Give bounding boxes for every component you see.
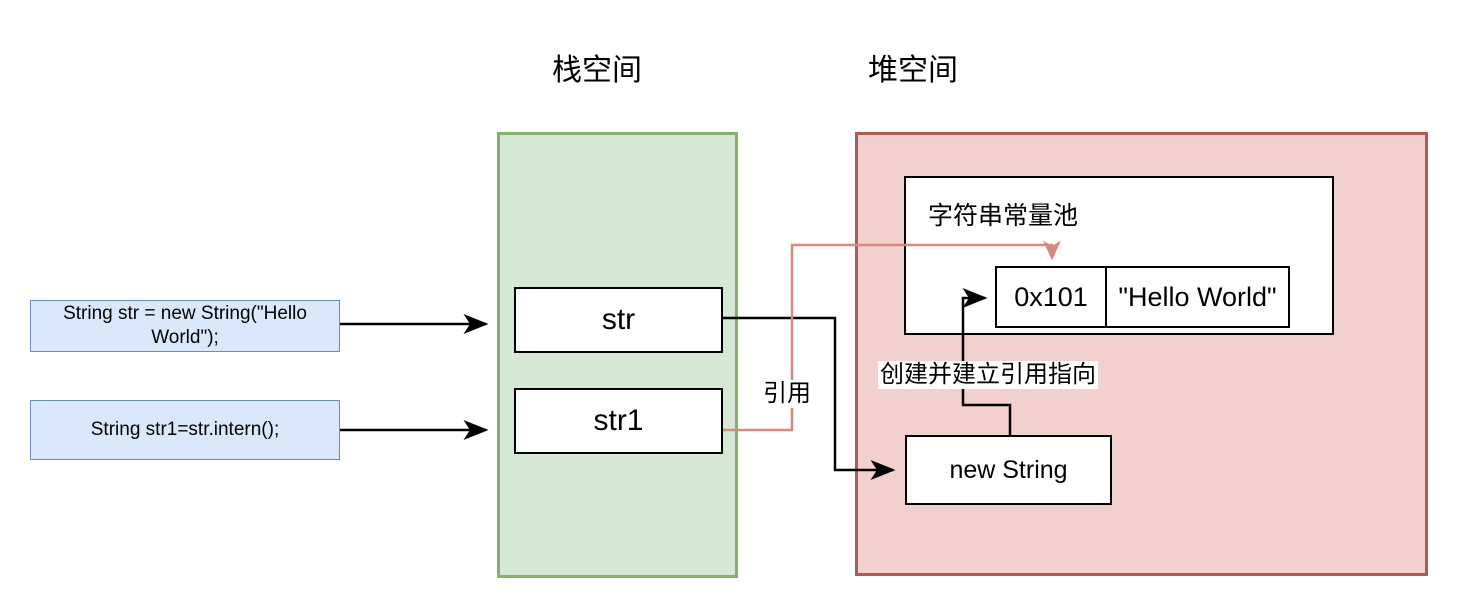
code-box-new-string[interactable]: String str = new String("Hello World"); (30, 300, 340, 352)
stack-region-title: 栈空间 (552, 54, 642, 87)
edge-label-create-and-link: 创建并建立引用指向 (878, 361, 1098, 390)
heap-object-new-string[interactable]: new String (905, 435, 1112, 505)
pool-entry-value: "Hello World" (1118, 281, 1277, 312)
pool-entry-address: 0x101 (997, 268, 1107, 326)
stack-variable-str1[interactable]: str1 (514, 388, 723, 454)
pool-entry-row[interactable]: 0x101 "Hello World" (995, 266, 1290, 328)
string-constant-pool-title: 字符串常量池 (928, 202, 1079, 230)
edge-label-reference: 引用 (761, 380, 813, 409)
stack-variable-str[interactable]: str (514, 287, 723, 353)
stack-region (497, 132, 738, 578)
heap-region-title: 堆空间 (868, 54, 958, 87)
code-box-intern[interactable]: String str1=str.intern(); (30, 400, 340, 460)
